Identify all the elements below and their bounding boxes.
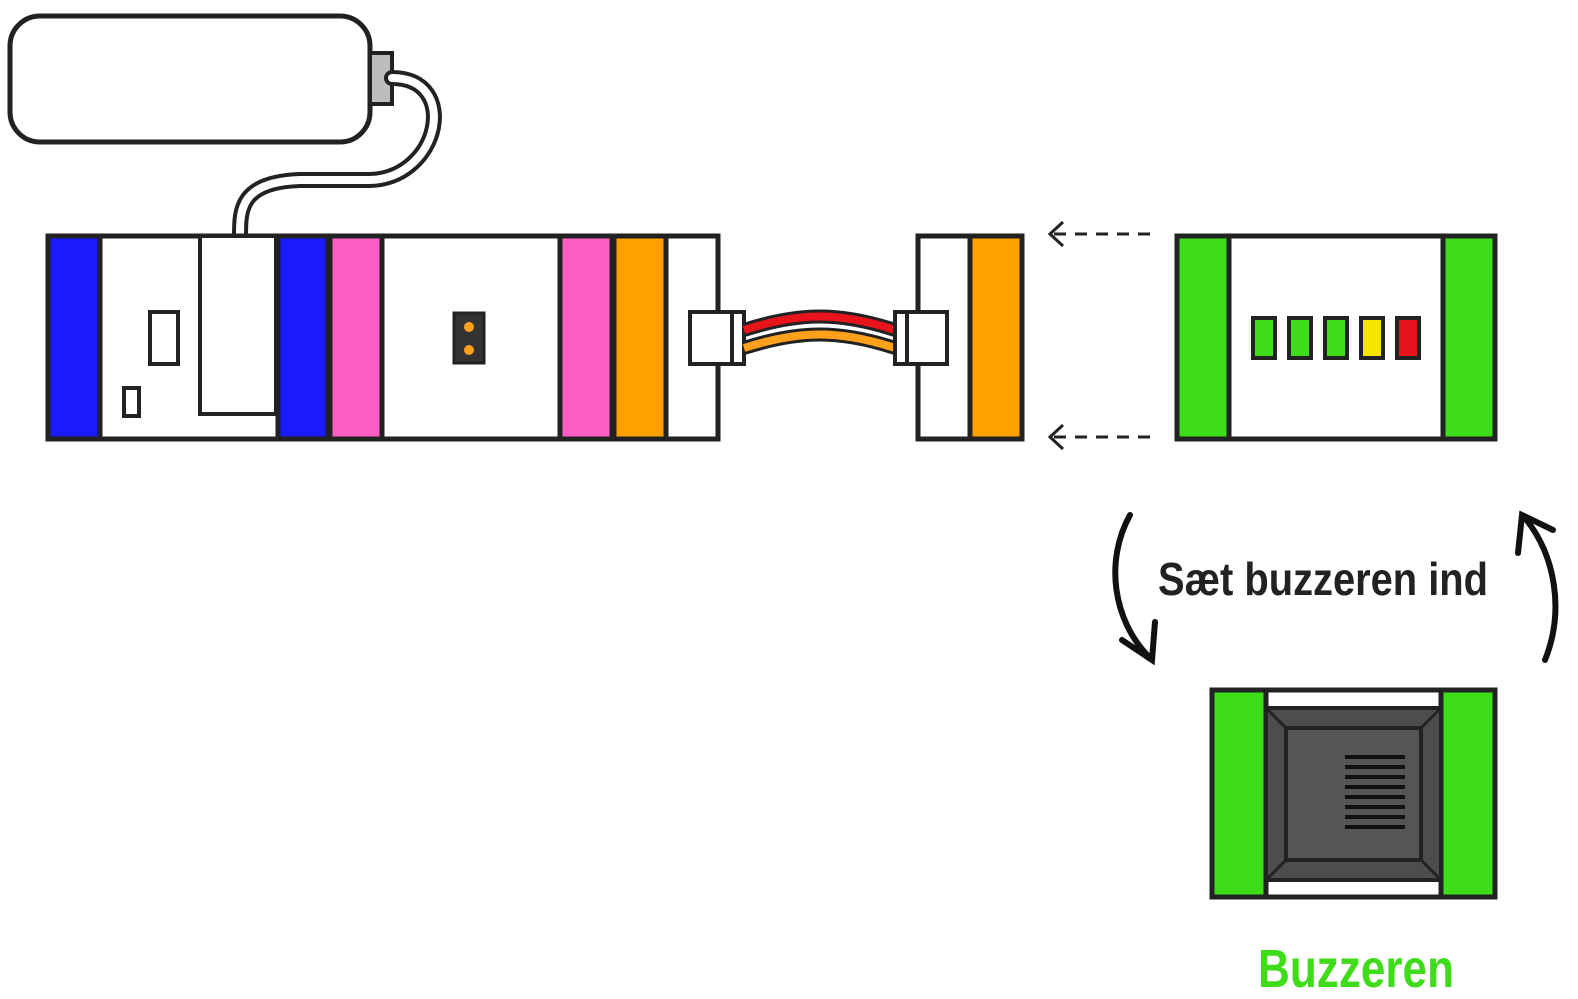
wire-bit-icon	[327, 233, 615, 442]
instruction-label: Sæt buzzeren ind	[1158, 553, 1488, 605]
battery-pack-icon	[7, 13, 394, 145]
input-bit-icon	[905, 233, 1025, 442]
power-bit-icon	[45, 233, 331, 442]
usb-cable-icon	[232, 70, 442, 244]
bargraph-bit-icon	[1174, 233, 1498, 442]
module-name-label: Buzzeren	[1258, 939, 1454, 999]
buzzer-bit-icon	[1209, 687, 1498, 900]
insert-arrow-icon	[1047, 220, 1150, 451]
swap-arrow-icon	[1112, 510, 1559, 666]
wire-cable-icon	[611, 233, 949, 442]
